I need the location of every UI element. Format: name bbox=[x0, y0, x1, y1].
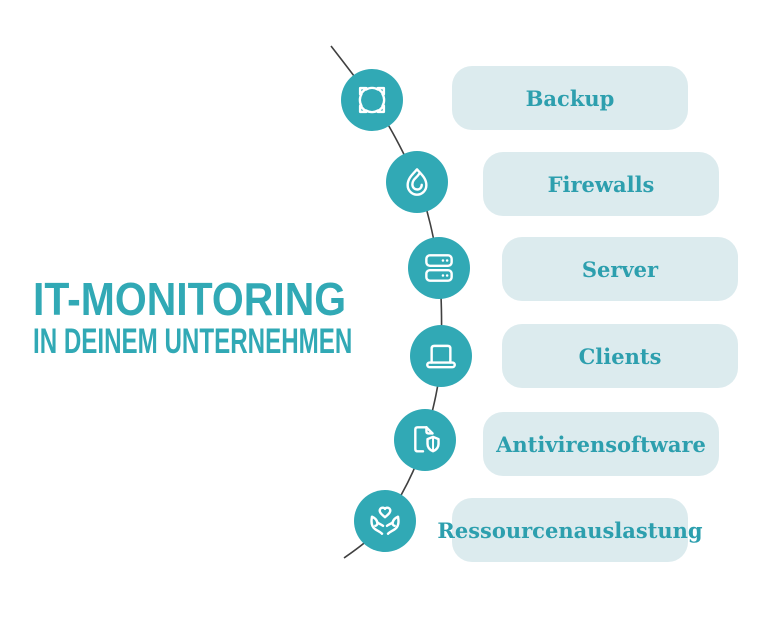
label-text-server: Server bbox=[581, 256, 659, 282]
label-pill-antivirus: Antivirensoftware bbox=[483, 412, 719, 476]
label-pill-clients: Clients bbox=[502, 324, 738, 388]
label-pill-backup: Backup bbox=[452, 66, 688, 130]
hands-holding-heart-icon bbox=[370, 506, 400, 535]
page-subtitle: IN DEINEM UNTERNEHMEN bbox=[33, 322, 353, 361]
label-text-backup: Backup bbox=[525, 85, 615, 111]
label-text-resources: Ressourcenauslastung bbox=[437, 517, 703, 543]
flame-icon bbox=[406, 168, 428, 196]
node-circle-backup bbox=[341, 69, 403, 131]
node-circle-firewalls bbox=[386, 151, 448, 213]
server-rack-icon bbox=[425, 254, 453, 282]
label-text-firewalls: Firewalls bbox=[547, 171, 655, 197]
node-circle-clients bbox=[410, 325, 472, 387]
label-pill-server: Server bbox=[502, 237, 738, 301]
node-circle-server bbox=[408, 237, 470, 299]
node-circle-antivirus bbox=[394, 409, 456, 471]
page-title: IT-MONITORING bbox=[33, 273, 347, 325]
label-pill-resources: Ressourcenauslastung bbox=[437, 498, 703, 562]
document-shield-icon bbox=[414, 426, 440, 453]
node-circle-resources bbox=[354, 490, 416, 552]
label-text-clients: Clients bbox=[578, 343, 662, 369]
label-pill-firewalls: Firewalls bbox=[483, 152, 719, 216]
laptop-icon bbox=[426, 344, 456, 369]
sync-arrows-icon bbox=[358, 86, 386, 114]
label-text-antivirus: Antivirensoftware bbox=[496, 431, 706, 457]
